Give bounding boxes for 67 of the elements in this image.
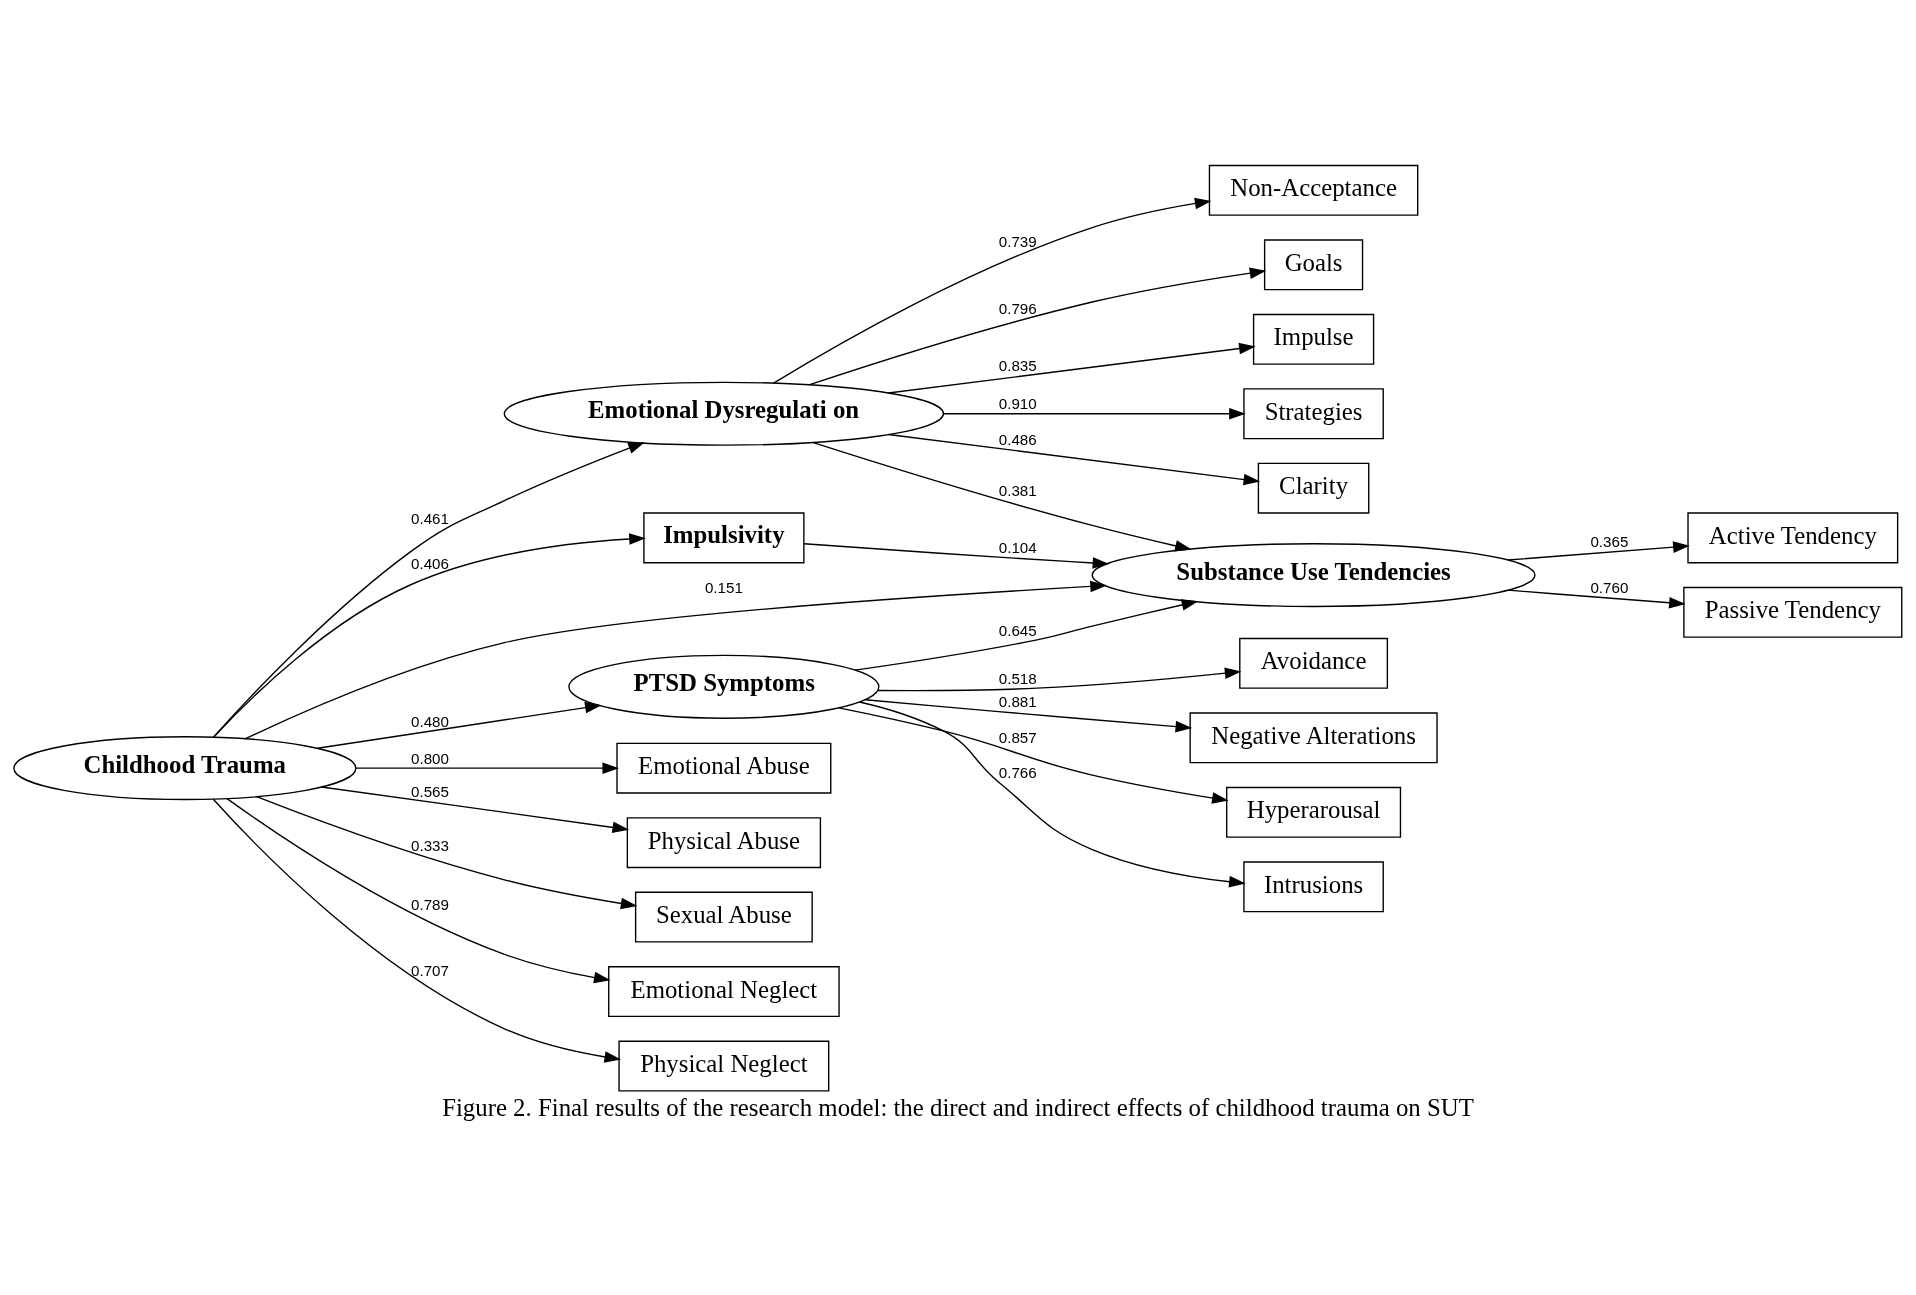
arrow: [1507, 541, 1690, 561]
edge-label: 0.800: [411, 749, 449, 767]
edge-label: 0.565: [411, 782, 449, 800]
node-box: Impulsivity: [643, 512, 805, 564]
edge-label: 0.365: [1590, 533, 1629, 551]
edge-label: 0.881: [998, 693, 1037, 711]
edge-label: 0.104: [998, 538, 1037, 556]
node-box: Clarity: [1257, 462, 1370, 514]
arrow: [887, 433, 1261, 486]
arrow: [877, 667, 1242, 692]
node-ellipse: Emotional Dysregulati on: [503, 381, 945, 446]
node-box: Strategies: [1243, 388, 1384, 440]
arrow: [808, 267, 1267, 386]
edge-label: 0.461: [411, 509, 449, 527]
arrow: [942, 407, 1246, 420]
arrow: [838, 707, 1229, 804]
edge-label: 0.789: [411, 895, 449, 913]
arrow: [212, 533, 646, 738]
edge-label: 0.518: [998, 669, 1037, 687]
node-box: Avoidance: [1239, 637, 1389, 689]
edge-label: 0.910: [998, 395, 1037, 413]
node-box: Sexual Abuse: [634, 891, 813, 943]
node-box: Goals: [1263, 239, 1364, 291]
node-box: Negative Alterations: [1189, 712, 1438, 764]
node-box: Active Tendency: [1687, 512, 1899, 564]
arrow: [320, 786, 630, 834]
edge-label: 0.707: [411, 962, 449, 980]
node-box: Non-Acceptance: [1208, 164, 1419, 216]
edge-label: 0.796: [998, 300, 1037, 318]
arrow: [811, 441, 1192, 552]
arrow: [1507, 589, 1686, 609]
arrow: [854, 599, 1199, 671]
edge-label: 0.760: [1590, 578, 1629, 596]
arrow: [255, 796, 638, 910]
edge-label: 0.739: [998, 232, 1037, 250]
node-box: Intrusions: [1243, 861, 1384, 913]
node-box: Emotional Neglect: [608, 966, 840, 1018]
node-box: Hyperarousal: [1226, 786, 1402, 838]
edge-label: 0.333: [411, 836, 449, 854]
edge-label: 0.151: [704, 578, 743, 596]
arrow: [226, 797, 611, 984]
edge-label: 0.381: [998, 482, 1037, 500]
arrow: [212, 442, 645, 738]
caption: Figure 2. Final results of the research model: the direct and indirect effects of childhood trauma on SUT: [442, 1094, 1474, 1122]
arrow: [316, 701, 602, 749]
edge-label: 0.645: [998, 621, 1037, 639]
arrow: [864, 699, 1193, 733]
arrow: [858, 701, 1246, 888]
arrow: [244, 580, 1107, 740]
edge-label: 0.766: [998, 763, 1037, 781]
edge-label: 0.857: [998, 729, 1037, 747]
node-box: Passive Tendency: [1683, 586, 1903, 638]
arrow: [212, 798, 622, 1063]
edge-label: 0.480: [411, 712, 449, 730]
node-box: Emotional Abuse: [616, 742, 832, 794]
arrow: [803, 543, 1110, 569]
edge-label: 0.486: [998, 431, 1037, 449]
node-ellipse: Childhood Trauma: [13, 736, 357, 801]
arrow: [887, 342, 1256, 394]
node-box: Physical Neglect: [618, 1040, 830, 1092]
node-box: Impulse: [1252, 313, 1375, 365]
arrow: [354, 762, 619, 774]
edge-label: 0.406: [411, 555, 449, 573]
node-box: Physical Abuse: [626, 817, 822, 869]
edge-label: 0.835: [998, 356, 1037, 374]
node-ellipse: PTSD Symptoms: [568, 654, 880, 719]
arrow: [772, 197, 1212, 384]
